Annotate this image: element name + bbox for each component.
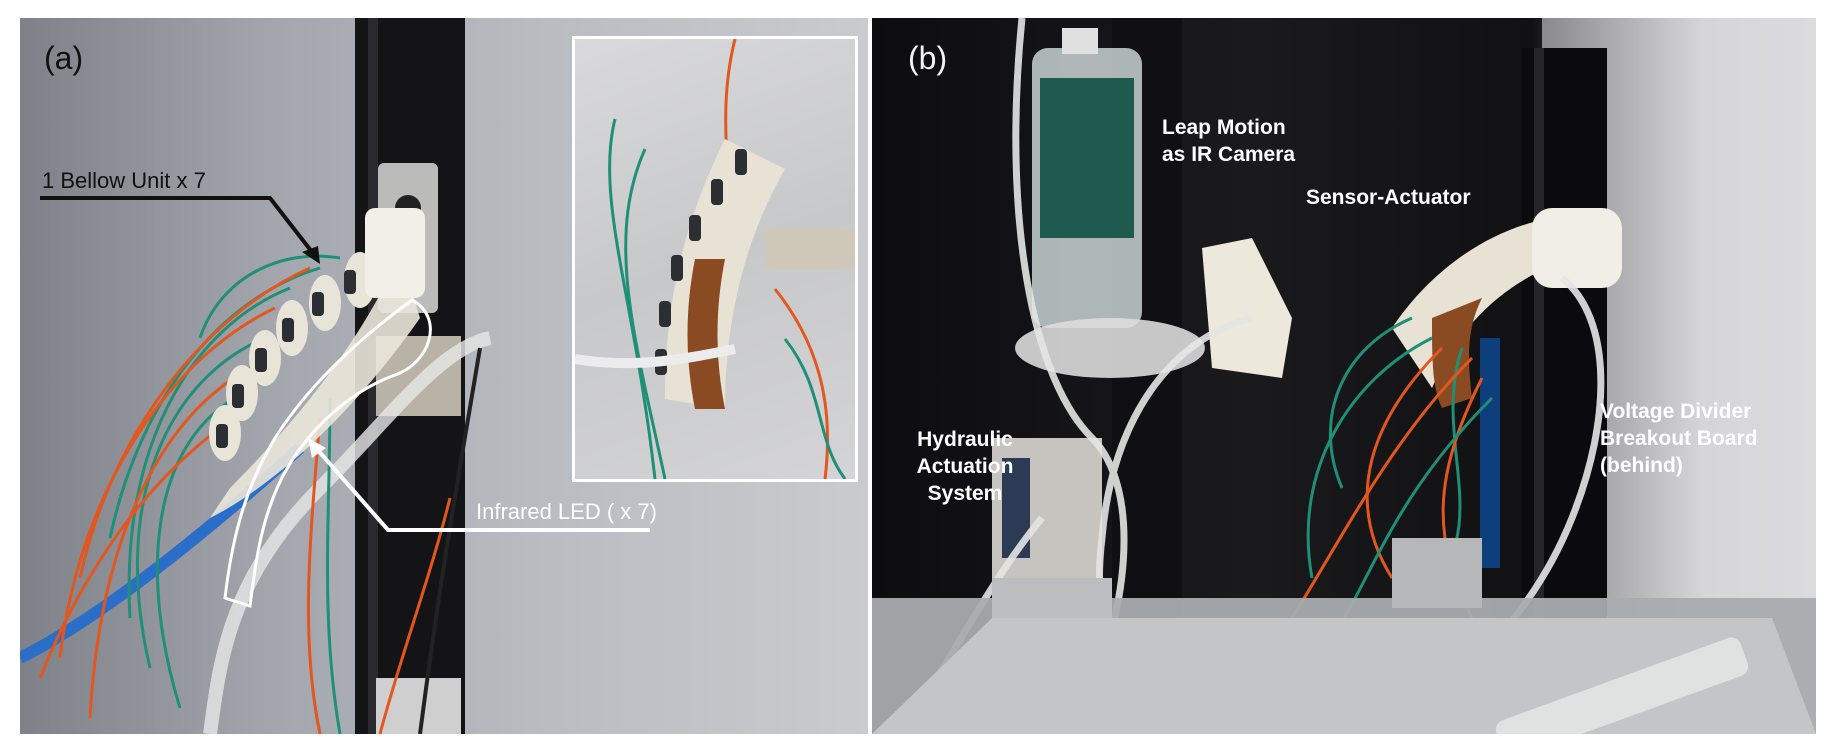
bellow-arrow bbox=[40, 196, 314, 254]
panel-b-photo bbox=[872, 18, 1816, 734]
infrared-led-label: Infrared LED ( x 7) bbox=[476, 499, 657, 524]
leap-motion-label: Leap Motion as IR Camera bbox=[1162, 116, 1296, 166]
breakout-board bbox=[1480, 338, 1500, 568]
photo-panel-b: (b) Leap Motion as IR Camera Sensor-Actu… bbox=[872, 18, 1816, 734]
inset-detail bbox=[575, 39, 855, 479]
voltage-divider-label: Voltage Divider Breakout Board (behind) bbox=[1600, 400, 1758, 477]
panel-b-label: (b) bbox=[908, 40, 948, 76]
leap-motion-camera bbox=[1202, 238, 1292, 378]
bellow-actuator bbox=[210, 253, 420, 518]
hydraulic-system-label: Hydraulic Actuation System bbox=[916, 428, 1014, 505]
spare-syringe bbox=[1495, 637, 1749, 734]
syringe-fluid bbox=[1040, 78, 1134, 238]
led-arrow bbox=[314, 446, 650, 532]
bellow-unit-label: 1 Bellow Unit x 7 bbox=[42, 168, 206, 193]
inset-photo bbox=[572, 36, 858, 482]
actuator-cap bbox=[365, 208, 425, 298]
panel-a-photo bbox=[20, 18, 650, 734]
photo-panel-a: (a) 1 Bellow Unit x 7 Infrared LED ( x 7… bbox=[20, 18, 868, 734]
led-strip-outline bbox=[223, 298, 432, 608]
wire-bundle-b bbox=[1290, 316, 1494, 639]
sensor-actuator-label: Sensor-Actuator bbox=[1306, 186, 1471, 209]
panel-a-label: (a) bbox=[44, 40, 84, 76]
